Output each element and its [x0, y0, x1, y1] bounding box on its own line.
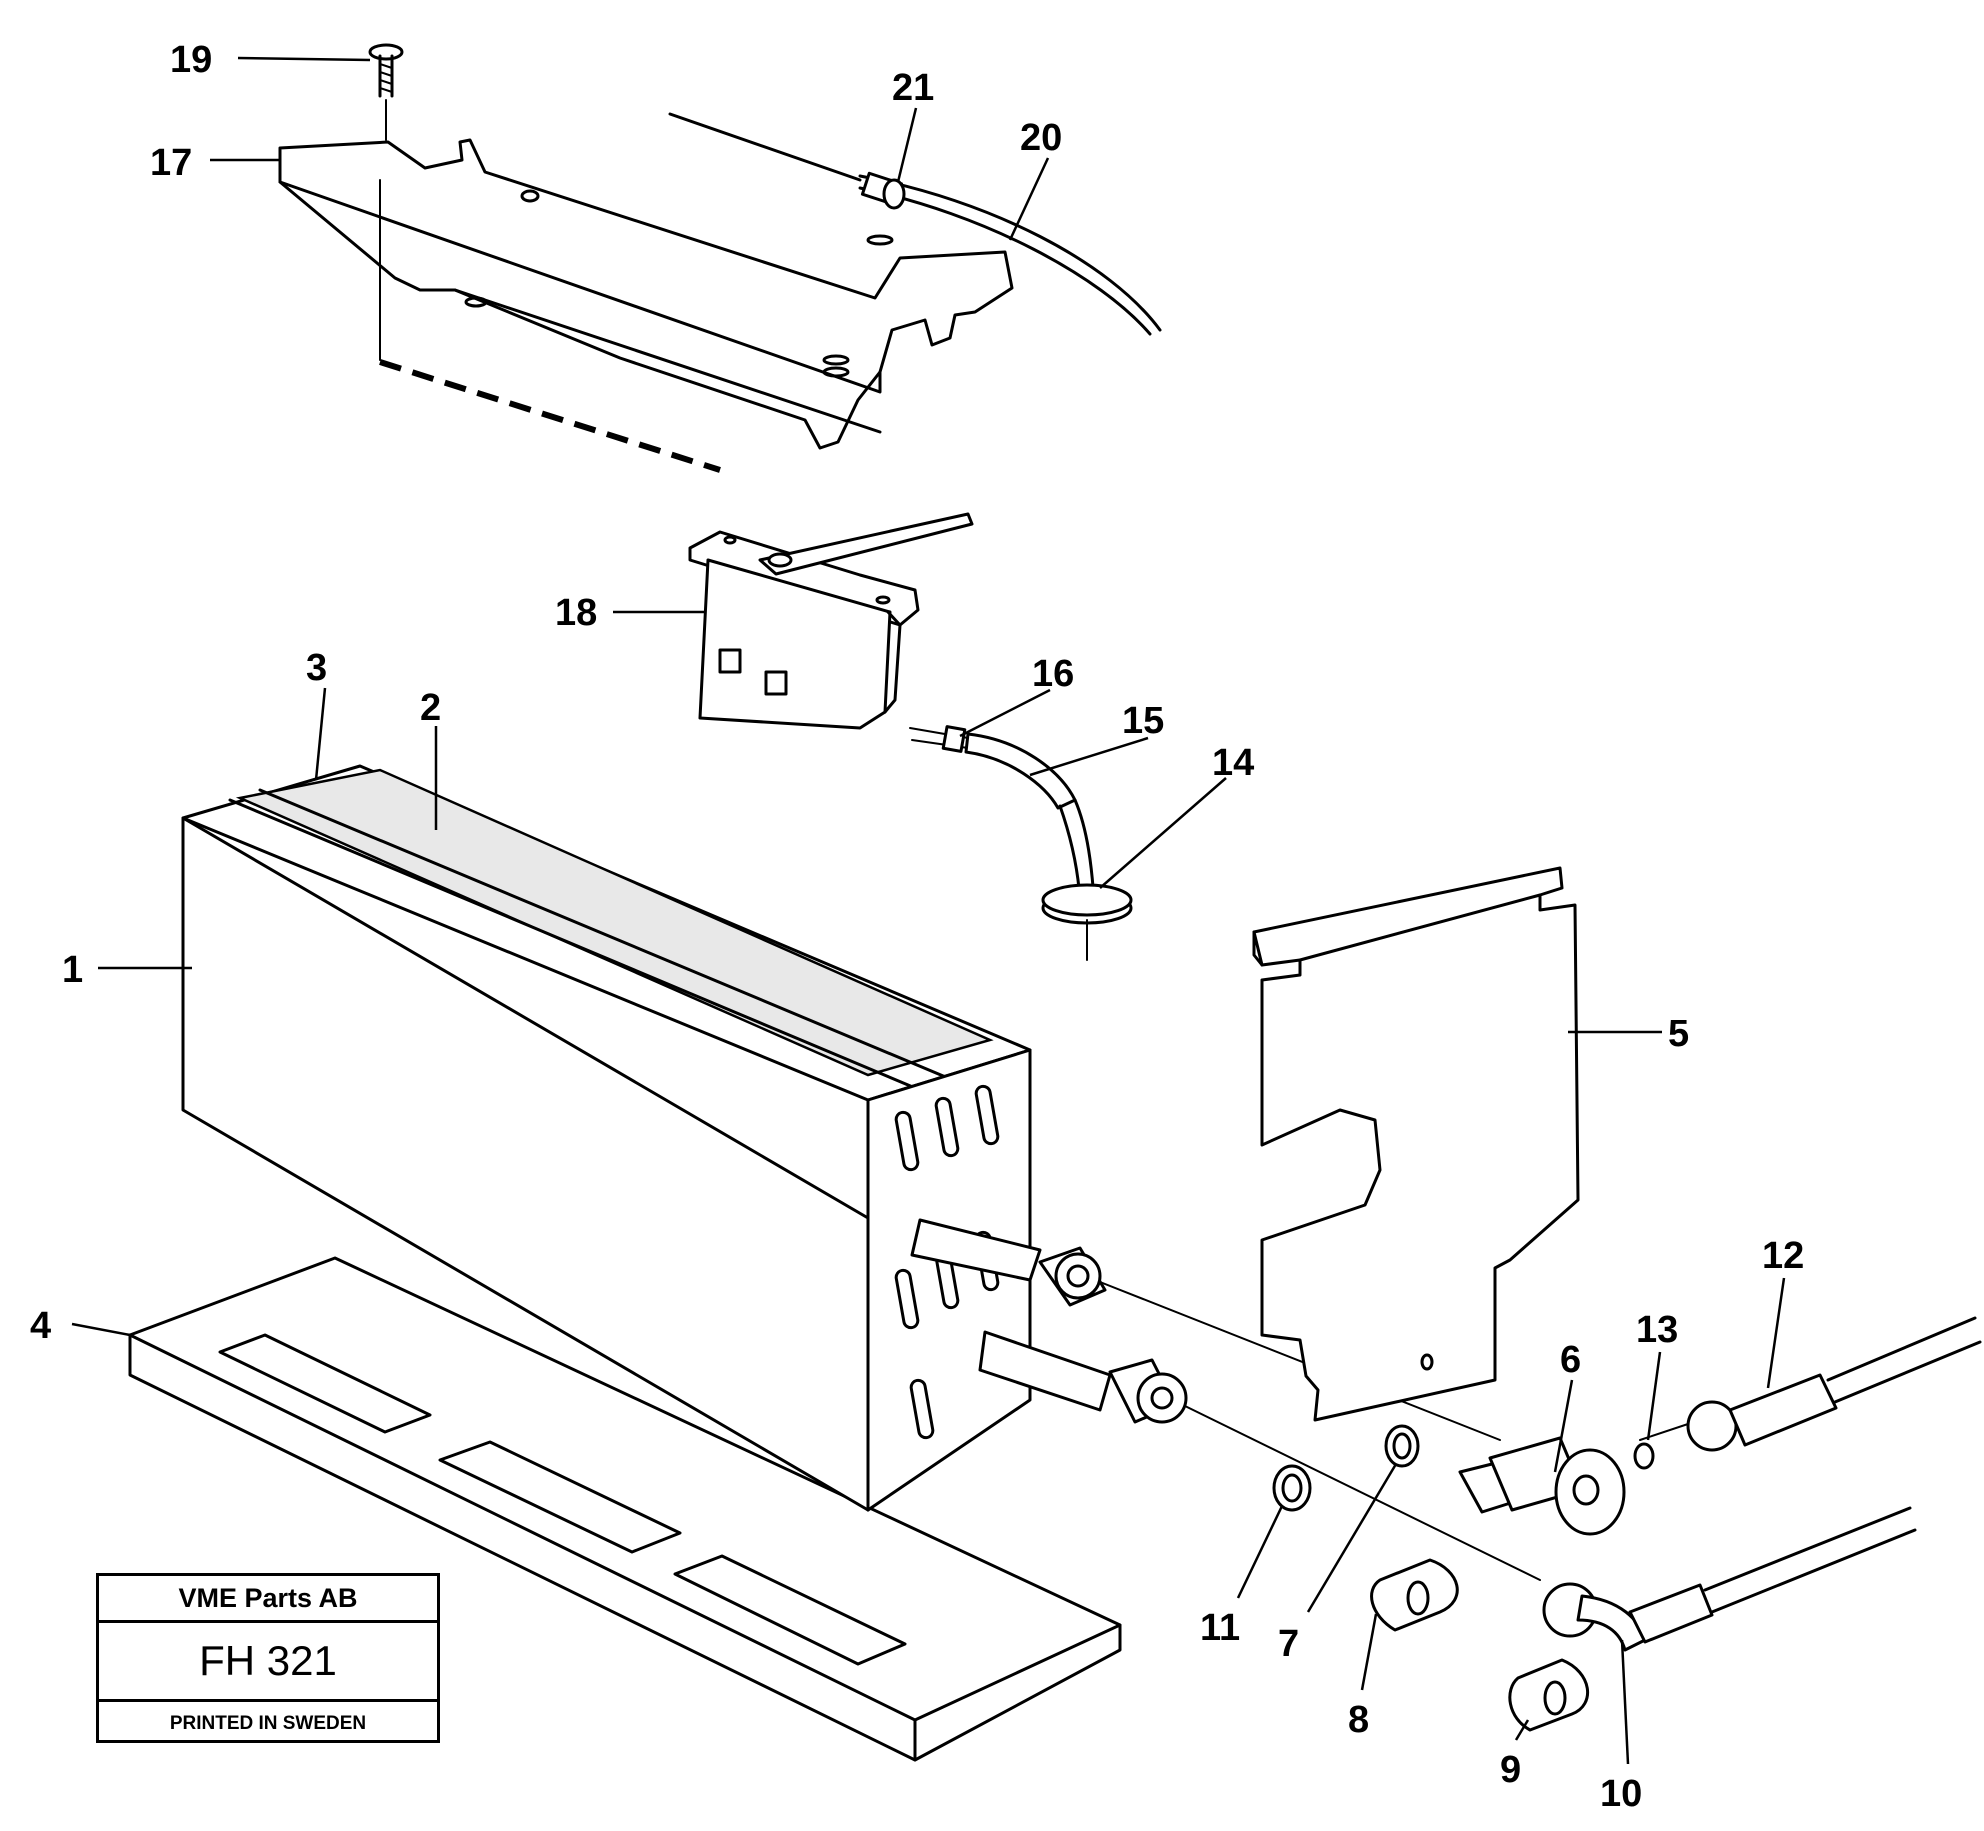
callout-18: 18	[555, 592, 597, 634]
callout-20: 20	[1020, 117, 1062, 159]
part-21-cable-clip	[860, 171, 906, 210]
part-7-washer	[1384, 1424, 1420, 1468]
callout-12: 12	[1762, 1235, 1804, 1277]
company-name: VME Parts AB	[99, 1576, 437, 1623]
part-4-base-plate	[128, 1256, 1122, 1762]
callout-7: 7	[1278, 1623, 1299, 1665]
part-16-wire-clip	[909, 725, 969, 753]
callout-11: 11	[1200, 1607, 1240, 1649]
callout-1: 1	[62, 949, 83, 991]
part-9-clamp	[1508, 1658, 1589, 1732]
part-17-bracket	[278, 138, 1014, 473]
callout-3: 3	[306, 647, 327, 689]
printed-note: PRINTED IN SWEDEN	[169, 1713, 367, 1734]
part-6-valve	[1458, 1436, 1626, 1536]
callout-21: 21	[892, 67, 934, 109]
part-5-cover-plate	[1252, 866, 1580, 1422]
leader-lines	[71, 56, 1786, 1765]
callout-14: 14	[1212, 742, 1254, 784]
callout-13: 13	[1636, 1309, 1678, 1351]
title-block: VME Parts AB FH 321 PRINTED IN SWEDEN	[96, 1573, 440, 1743]
callout-10: 10	[1600, 1773, 1642, 1815]
callout-19: 19	[170, 39, 212, 81]
callout-16: 16	[1032, 653, 1074, 695]
part-12-hose	[1686, 1316, 1982, 1452]
part-14-grommet	[1041, 883, 1133, 961]
callout-15: 15	[1122, 700, 1164, 742]
callout-8: 8	[1348, 1699, 1369, 1741]
casing-pipe-upper	[910, 1218, 1107, 1307]
callout-9: 9	[1500, 1749, 1521, 1791]
callout-6: 6	[1560, 1339, 1581, 1381]
callout-17: 17	[150, 142, 192, 184]
drawing-code: FH 321	[99, 1623, 437, 1702]
callout-2: 2	[420, 687, 441, 729]
part-19-screw	[368, 43, 404, 141]
part-1-heater-casing	[181, 764, 1032, 1512]
casing-pipe-lower	[978, 1330, 1188, 1424]
callout-5: 5	[1668, 1013, 1689, 1055]
part-8-clamp	[1370, 1558, 1459, 1632]
part-20-cable	[668, 112, 1162, 336]
callout-4: 4	[30, 1305, 51, 1347]
callout-labels: 19 17 21 20 18 16 15 14 3 2 1 4 5 6 13 1…	[30, 39, 1804, 1815]
part-15-sleeve	[964, 732, 1096, 902]
part-11-washer	[1272, 1464, 1312, 1512]
part-13-washer	[1633, 1442, 1655, 1470]
part-10-hose	[1542, 1506, 1917, 1652]
part-18-sensor	[688, 512, 974, 730]
